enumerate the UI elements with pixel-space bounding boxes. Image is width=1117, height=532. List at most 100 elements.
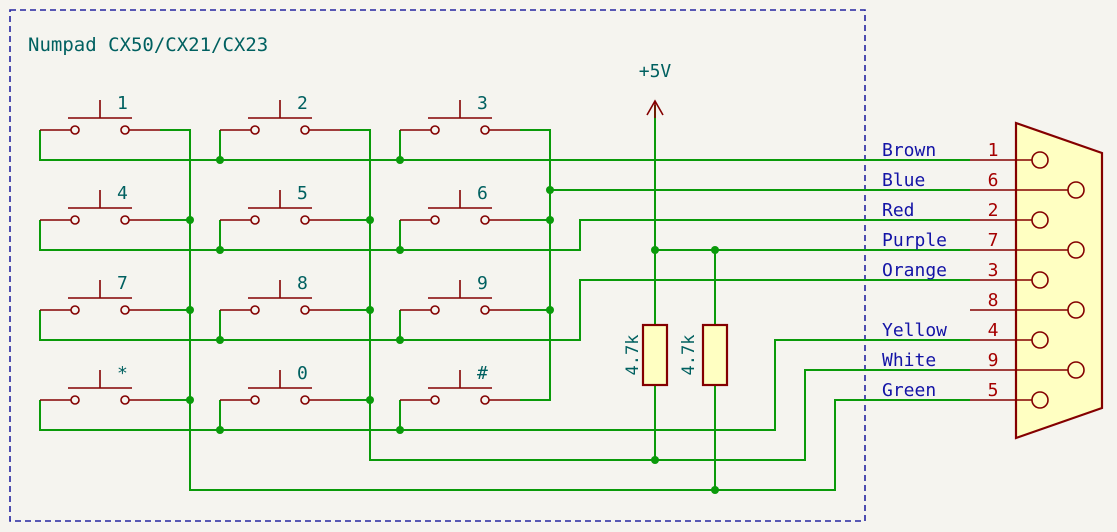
switch-key-label: *: [117, 363, 128, 384]
switch-key-label: 4: [117, 183, 128, 204]
pushbutton-switch: 9: [400, 273, 520, 315]
switch-contact: [70, 215, 80, 225]
junction-dot: [651, 456, 659, 464]
switch-contact: [120, 125, 130, 135]
power-label: +5V: [639, 61, 672, 82]
connector-pin: 4 Yellow: [882, 320, 1049, 349]
junction-dot: [216, 246, 224, 254]
switch-contact: [300, 125, 310, 135]
pin-socket-icon: [1067, 361, 1085, 379]
pushbutton-switch: 5: [220, 183, 340, 225]
wire-color-label: Red: [882, 200, 915, 221]
switch-contact: [70, 305, 80, 315]
wire-col-1: [160, 129, 970, 491]
pushbutton-switch: 1: [40, 93, 160, 135]
switch-contact: [300, 305, 310, 315]
switch-contact: [300, 395, 310, 405]
switch-contact: [250, 125, 260, 135]
wire-color-label: Orange: [882, 260, 947, 281]
switch-contact: [120, 305, 130, 315]
resistor-value-label: 4.7k: [623, 335, 643, 376]
pin-number: 3: [988, 260, 999, 281]
pin-socket-icon: [1031, 391, 1049, 409]
junction-dot: [546, 306, 554, 314]
pin-number: 2: [988, 200, 999, 221]
switch-contact: [250, 305, 260, 315]
wire-color-label: Brown: [882, 140, 936, 161]
wire-row-4: [39, 339, 970, 431]
switch-contact: [70, 395, 80, 405]
junction-dot: [396, 246, 404, 254]
junction-dot: [711, 486, 719, 494]
junction-dot: [216, 156, 224, 164]
switch-contact: [480, 125, 490, 135]
connector-pin: 2 Red: [882, 200, 1049, 229]
junction-dot: [186, 306, 194, 314]
switch-key-label: 1: [117, 93, 128, 114]
switch-key-label: 7: [117, 273, 128, 294]
junction-dot: [216, 426, 224, 434]
wires: [39, 105, 970, 491]
pin-number: 1: [988, 140, 999, 161]
switch-contact: [430, 395, 440, 405]
pin-socket-icon: [1031, 151, 1049, 169]
pin-socket-icon: [1031, 211, 1049, 229]
pushbutton-switch: 3: [400, 93, 520, 135]
pushbutton-switch: *: [40, 363, 160, 405]
junction-dot: [651, 246, 659, 254]
switch-contact: [300, 215, 310, 225]
junction-dot: [186, 396, 194, 404]
pin-socket-icon: [1031, 331, 1049, 349]
wire-row-2: [39, 219, 970, 251]
pin-number: 9: [988, 350, 999, 371]
connector-pin: 9 White: [882, 350, 1085, 379]
junction-dot: [186, 216, 194, 224]
connector-pin: 3 Orange: [882, 260, 1049, 289]
pushbutton-switch: 6: [400, 183, 520, 225]
connector-pin: 1 Brown: [882, 140, 1049, 169]
pin-number: 7: [988, 230, 999, 251]
switch-contact: [120, 395, 130, 405]
resistor-body: [701, 323, 729, 387]
pin-number: 8: [988, 290, 999, 311]
pin-socket-icon: [1067, 241, 1085, 259]
pin-socket-icon: [1067, 301, 1085, 319]
junction-dot: [396, 426, 404, 434]
wire-col-3: [520, 129, 551, 401]
pushbutton-switch: 4: [40, 183, 160, 225]
connector-pin: 8: [970, 290, 1085, 319]
pin-number: 6: [988, 170, 999, 191]
pushbutton-switch: 0: [220, 363, 340, 405]
resistor-r2: 4.7k: [679, 323, 729, 387]
pushbutton-switch: 8: [220, 273, 340, 315]
switch-contact: [430, 215, 440, 225]
switch-contact: [70, 125, 80, 135]
switch-key-label: #: [477, 363, 488, 384]
switch-contact: [250, 395, 260, 405]
pushbutton-switch: 7: [40, 273, 160, 315]
pushbutton-switch: 2: [220, 93, 340, 135]
pin-number: 5: [988, 380, 999, 401]
wire-row-3: [39, 279, 970, 341]
resistor-r1: 4.7k: [623, 323, 669, 387]
junction-dot: [546, 216, 554, 224]
switch-key-label: 9: [477, 273, 488, 294]
wire-color-label: Yellow: [882, 320, 947, 341]
wire-row-1: [39, 130, 970, 161]
wire-color-label: White: [882, 350, 936, 371]
switch-contact: [480, 395, 490, 405]
switch-contact: [250, 215, 260, 225]
switch-matrix: 1 2 3 4 5 6 7 8 9 * 0 #: [40, 93, 520, 405]
switch-key-label: 5: [297, 183, 308, 204]
junction-dot: [396, 336, 404, 344]
junction-dot: [396, 156, 404, 164]
sheet-frame: [9, 9, 866, 522]
pin-number: 4: [988, 320, 999, 341]
pin-socket-icon: [1067, 181, 1085, 199]
switch-key-label: 6: [477, 183, 488, 204]
